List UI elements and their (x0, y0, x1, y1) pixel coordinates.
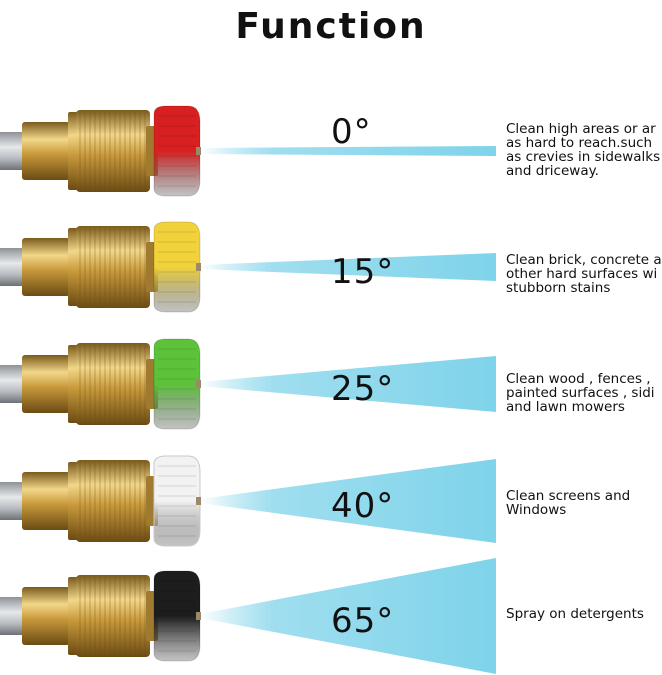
spray-pattern (200, 558, 496, 674)
spray-fan (200, 356, 496, 412)
spray-angle-label: 0° (331, 112, 372, 152)
nozzle-tip (153, 570, 201, 662)
nozzle-row: 15° Clean brick, concrete a other hard su… (0, 208, 662, 326)
spray-fan (200, 459, 496, 543)
spray-pattern (200, 356, 496, 412)
spray-fan (200, 146, 496, 156)
nozzle-tip (153, 221, 201, 313)
nozzle-description: Clean wood , fences , painted surfaces ,… (506, 371, 655, 415)
quick-connect-coupler (22, 338, 201, 430)
quick-connect-coupler (22, 105, 201, 197)
spray-angle-label: 40° (331, 486, 395, 526)
quick-connect-coupler (22, 570, 201, 662)
spray-fan (200, 558, 496, 674)
spray-angle-label: 15° (331, 252, 395, 292)
spray-angle-label: 65° (331, 601, 395, 641)
nozzle-description: Clean high areas or ar as hard to reach.… (506, 121, 661, 179)
spray-fan (200, 253, 496, 281)
spray-pattern (200, 459, 496, 543)
nozzle-description: Clean brick, concrete a other hard surfa… (506, 252, 662, 296)
page-title: Function (235, 6, 427, 47)
spray-pattern (200, 253, 496, 281)
nozzle-row: 40° Clean screens and Windows (0, 442, 662, 560)
quick-connect-coupler (22, 455, 201, 547)
spray-angle-label: 25° (331, 369, 395, 409)
nozzle-tip (153, 105, 201, 197)
nozzle-row: 65° Spray on detergents (0, 557, 662, 675)
nozzle-description: Spray on detergents (506, 606, 644, 622)
nozzle-tip (153, 455, 201, 547)
nozzle-row: 25° Clean wood , fences , painted surface… (0, 325, 662, 443)
quick-connect-coupler (22, 221, 201, 313)
nozzle-row: 0° Clean high areas or ar as hard to reac… (0, 92, 662, 210)
nozzle-tip (153, 338, 201, 430)
nozzle-description: Clean screens and Windows (506, 488, 631, 518)
spray-pattern (200, 146, 496, 156)
